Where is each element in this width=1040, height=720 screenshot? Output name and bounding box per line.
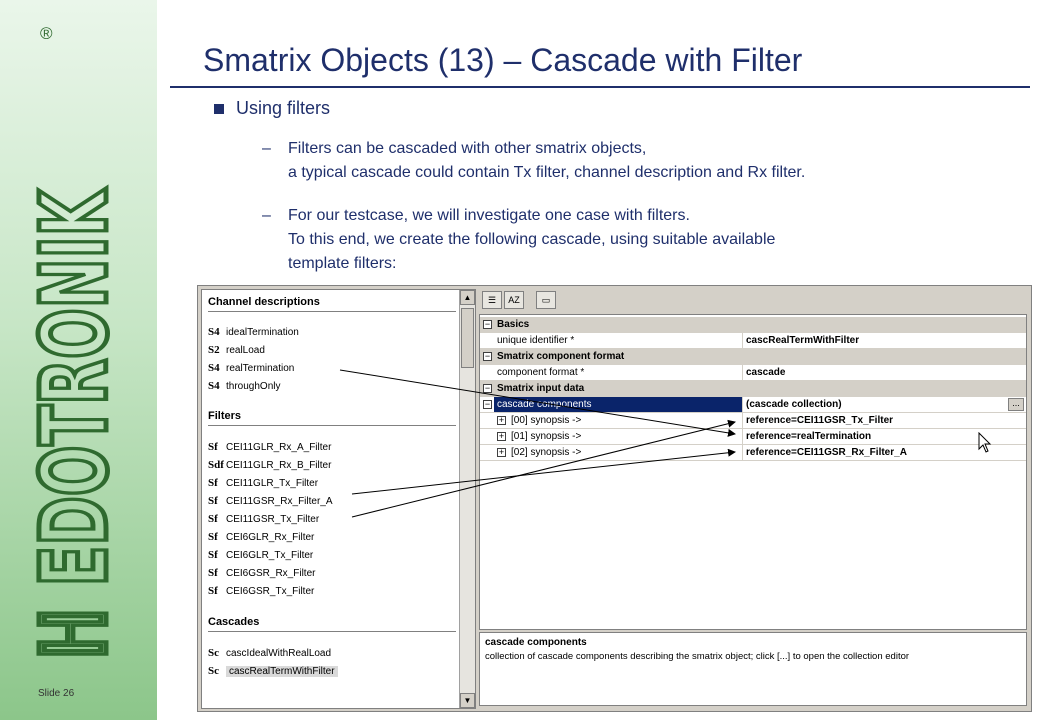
edotronik-logo: ℍ EDOTRONIK xyxy=(19,185,131,662)
az-sort-icon[interactable]: AZ xyxy=(504,291,524,309)
dash-1: – xyxy=(262,140,271,157)
dash-2: – xyxy=(262,207,271,224)
smatrix-icon: S4 xyxy=(208,380,220,392)
property-row[interactable]: + [01] synopsis -> reference=realTermina… xyxy=(480,429,1026,445)
expand-icon[interactable]: + xyxy=(497,415,506,425)
collection-editor-button[interactable]: ... xyxy=(1008,398,1024,411)
column-divider xyxy=(742,365,743,381)
collapse-icon[interactable]: − xyxy=(483,383,492,393)
slide-number: Slide 26 xyxy=(38,688,75,699)
bullet-point: Using filters xyxy=(214,98,330,119)
property-value[interactable]: cascade xyxy=(746,367,786,378)
cascade-icon: Sc xyxy=(208,665,219,677)
property-row[interactable]: unique identifier * cascRealTermWithFilt… xyxy=(480,333,1026,349)
filter-icon: Sf xyxy=(208,585,218,597)
category-input-data[interactable]: − Smatrix input data xyxy=(480,381,1026,397)
property-row[interactable]: component format * cascade xyxy=(480,365,1026,381)
column-divider xyxy=(742,413,743,429)
scroll-thumb[interactable] xyxy=(461,308,474,368)
help-title: cascade components xyxy=(485,637,587,648)
scroll-up-icon[interactable]: ▲ xyxy=(460,290,475,305)
property-value[interactable]: reference=realTermination xyxy=(746,431,872,442)
help-text: collection of cascade components describ… xyxy=(485,651,910,662)
expand-icon[interactable]: + xyxy=(497,447,506,457)
property-toolbar: ☰ AZ ▭ xyxy=(479,289,1027,313)
page-title: Smatrix Objects (13) – Cascade with Filt… xyxy=(203,42,803,78)
collapse-icon[interactable]: − xyxy=(483,351,492,361)
smatrix-icon: S4 xyxy=(208,326,220,338)
property-pages-icon[interactable]: ▭ xyxy=(536,291,556,309)
filter-icon: Sdf xyxy=(208,459,224,471)
filter-icon: Sf xyxy=(208,513,218,525)
filter-icon: Sf xyxy=(208,567,218,579)
smatrix-icon: S4 xyxy=(208,362,220,374)
section-divider xyxy=(208,311,456,312)
property-value[interactable]: (cascade collection) xyxy=(746,399,842,410)
property-row[interactable]: + [02] synopsis -> reference=CEI11GSR_Rx… xyxy=(480,445,1026,461)
column-divider xyxy=(742,333,743,349)
sidebar-brand: ® ℍ EDOTRONIK Slide 26 xyxy=(0,0,157,720)
column-divider xyxy=(742,397,743,413)
tree-scrollbar[interactable]: ▲ ▼ xyxy=(459,290,475,708)
section-divider xyxy=(208,631,456,632)
filter-icon: Sf xyxy=(208,477,218,489)
title-divider xyxy=(170,86,1030,88)
filter-icon: Sf xyxy=(208,531,218,543)
section-cascades: Cascades xyxy=(208,616,260,628)
sub-2-line-3: template filters: xyxy=(288,255,397,272)
sub-2-line-1: For our testcase, we will investigate on… xyxy=(288,207,690,224)
registered-mark: ® xyxy=(40,24,53,43)
property-value[interactable]: reference=CEI11GSR_Rx_Filter_A xyxy=(746,447,907,458)
property-value[interactable]: reference=CEI11GSR_Tx_Filter xyxy=(746,415,894,426)
category-basics[interactable]: − Basics xyxy=(480,317,1026,333)
property-row[interactable]: + [00] synopsis -> reference=CEI11GSR_Tx… xyxy=(480,413,1026,429)
bullet-text: Using filters xyxy=(236,98,331,118)
sub-1-line-2: a typical cascade could contain Tx filte… xyxy=(288,164,806,181)
property-grid: − Basics unique identifier * cascRealTer… xyxy=(479,314,1027,630)
cascade-icon: Sc xyxy=(208,647,219,659)
svg-text:ℍ EDOTRONIK: ℍ EDOTRONIK xyxy=(21,188,128,660)
help-panel: cascade components collection of cascade… xyxy=(479,632,1027,706)
filter-icon: Sf xyxy=(208,441,218,453)
bullet-square-icon xyxy=(214,103,224,114)
category-format[interactable]: − Smatrix component format xyxy=(480,349,1026,365)
mouse-cursor-icon xyxy=(978,432,992,453)
property-value[interactable]: cascRealTermWithFilter xyxy=(746,335,860,346)
section-filters: Filters xyxy=(208,410,242,422)
property-panel: ☰ AZ ▭ − Basics unique identifier * casc… xyxy=(479,289,1027,707)
section-divider xyxy=(208,425,456,426)
collapse-icon[interactable]: − xyxy=(483,319,492,329)
categorized-icon[interactable]: ☰ xyxy=(482,291,502,309)
sub-1-line-1: Filters can be cascaded with other smatr… xyxy=(288,140,647,157)
scroll-down-icon[interactable]: ▼ xyxy=(460,693,475,708)
smatrix-icon: S2 xyxy=(208,344,220,356)
section-channel-descriptions: Channel descriptions xyxy=(208,296,320,308)
column-divider xyxy=(742,429,743,445)
column-divider xyxy=(742,445,743,461)
property-row-selected[interactable]: − cascade components (cascade collection… xyxy=(480,397,1026,413)
filter-icon: Sf xyxy=(208,549,218,561)
filter-icon: Sf xyxy=(208,495,218,507)
sub-2-line-2: To this end, we create the following cas… xyxy=(288,231,776,248)
collapse-icon[interactable]: − xyxy=(483,399,492,409)
expand-icon[interactable]: + xyxy=(497,431,506,441)
